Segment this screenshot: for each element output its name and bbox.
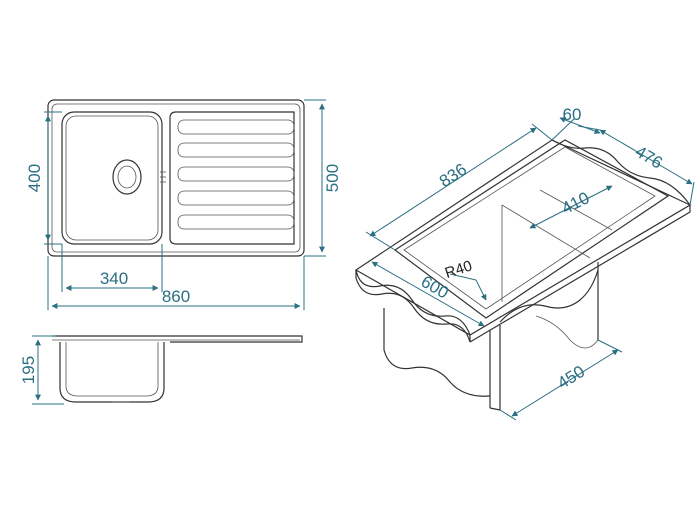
drainboard bbox=[169, 111, 295, 245]
countertop-top bbox=[354, 139, 692, 336]
dim-860-label: 860 bbox=[162, 287, 190, 306]
groove bbox=[177, 166, 295, 182]
cabinet-left bbox=[383, 308, 491, 397]
groove bbox=[177, 142, 295, 158]
dim-400-label: 400 bbox=[25, 164, 44, 192]
top-inner-rim bbox=[51, 103, 301, 253]
top-view: 400 500 340 860 bbox=[25, 99, 342, 310]
dim-836-label: 836 bbox=[436, 160, 470, 191]
drain-inner bbox=[117, 165, 137, 189]
dim-410-label: 410 bbox=[559, 188, 593, 218]
dim-500-label: 500 bbox=[323, 164, 342, 192]
dim-60-label: 60 bbox=[563, 105, 582, 124]
groove bbox=[177, 214, 295, 230]
dim-450-label: 450 bbox=[554, 362, 588, 393]
top-outer-rim bbox=[47, 99, 305, 257]
dim-476-label: 476 bbox=[632, 142, 666, 173]
drain-outer bbox=[112, 159, 142, 195]
top-bowl-inner bbox=[65, 115, 159, 241]
side-rim bbox=[52, 335, 303, 343]
side-bowl bbox=[59, 342, 165, 403]
top-bowl bbox=[61, 111, 163, 245]
side-view: 195 bbox=[19, 335, 303, 405]
dim-195-label: 195 bbox=[19, 356, 38, 384]
groove bbox=[177, 190, 295, 206]
dim-340-label: 340 bbox=[100, 269, 128, 288]
isometric-view: 836 60 476 410 R40 600 450 bbox=[354, 105, 695, 421]
groove bbox=[177, 119, 295, 135]
